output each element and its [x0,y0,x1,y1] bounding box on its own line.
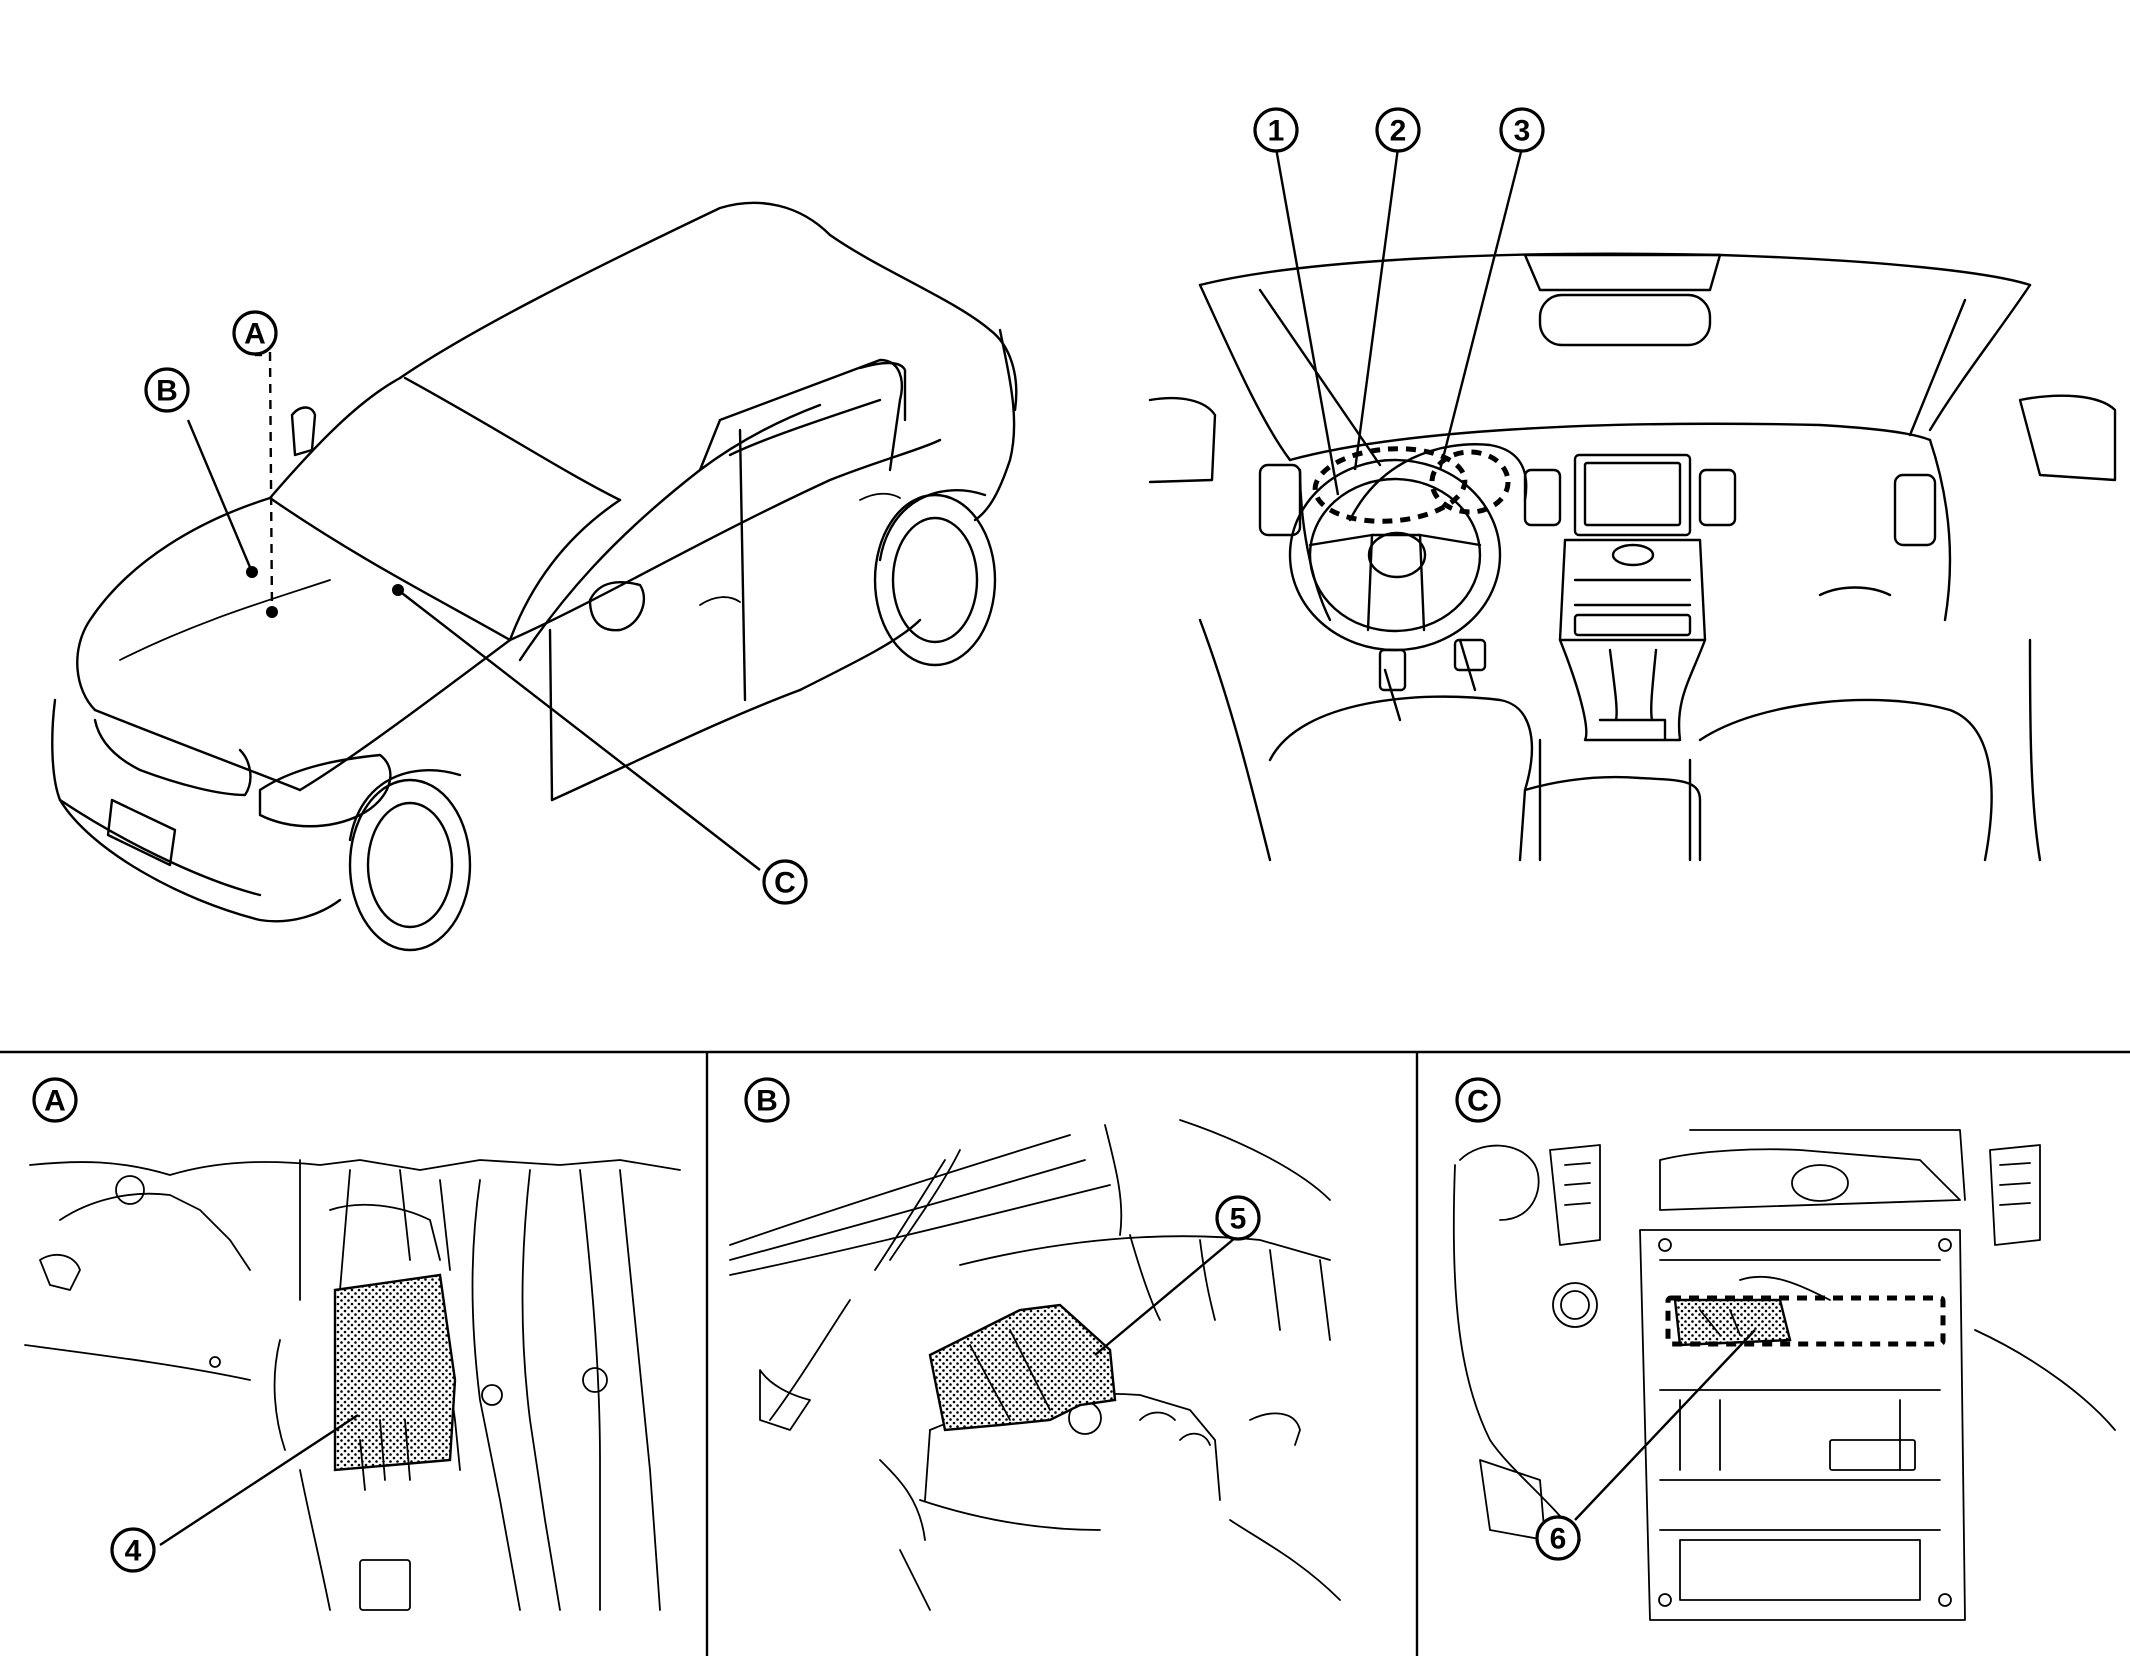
callout-C-top: C [762,859,808,905]
detail-panel-A [24,1159,681,1611]
detail-panel-C [1452,1129,2116,1621]
svg-text:C: C [1467,1085,1489,1118]
svg-text:B: B [756,1085,778,1118]
callout-3: 3 [1499,107,1545,153]
callout-C-panel: C [1455,1077,1501,1123]
svg-text:1: 1 [1268,115,1285,148]
callout-6: 6 [1535,1515,1581,1561]
svg-text:B: B [156,375,178,408]
svg-text:2: 2 [1390,115,1407,148]
svg-text:4: 4 [125,1535,142,1568]
svg-text:6: 6 [1550,1523,1567,1556]
svg-text:5: 5 [1230,1203,1247,1236]
svg-text:A: A [244,318,266,351]
detail-panel-B [729,1119,1341,1611]
callout-B-top: B [144,367,190,413]
callout-1: 1 [1253,107,1299,153]
callout-A-top: A [232,310,278,356]
callout-4: 4 [110,1527,156,1573]
callout-A-panel: A [32,1077,78,1123]
detail-panels-frame [0,1050,2130,1656]
svg-text:A: A [44,1085,66,1118]
callout-5: 5 [1215,1195,1261,1241]
svg-text:3: 3 [1514,115,1531,148]
callout-B-panel: B [744,1077,790,1123]
vehicle-interior-illustration [1148,147,2117,862]
vehicle-exterior-illustration [51,201,1018,952]
callout-2: 2 [1375,107,1421,153]
svg-text:C: C [774,867,796,900]
